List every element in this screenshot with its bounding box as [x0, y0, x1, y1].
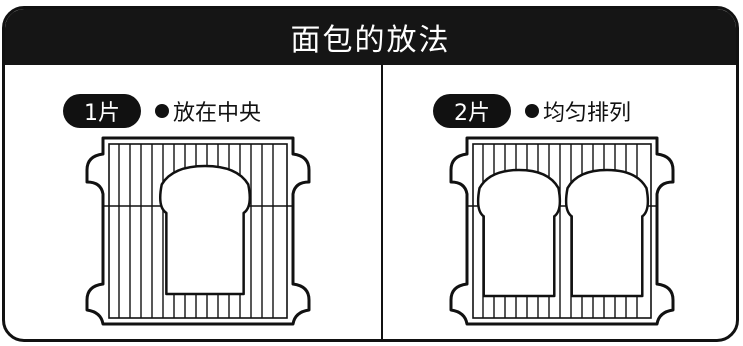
- bread-placement-panel: 面包的放法 1片 放在中央 2片 均匀排列: [2, 6, 739, 342]
- panel-header: 面包的放法: [5, 9, 736, 65]
- two-slice-label: 2片 均匀排列: [433, 93, 631, 129]
- rack-rim: [472, 143, 652, 319]
- bullet-icon: [155, 104, 169, 118]
- bullet-icon: [525, 104, 539, 118]
- one-slice-label: 1片 放在中央: [63, 93, 261, 129]
- panel-title: 面包的放法: [290, 23, 451, 58]
- toast-rack-one-slice: [85, 136, 311, 326]
- bread-slice-icon: [159, 164, 251, 296]
- rack-rim: [108, 143, 288, 319]
- two-slice-description: 均匀排列: [543, 101, 632, 126]
- one-slice-description: 放在中央: [173, 101, 262, 126]
- toast-rack-two-slices: [449, 136, 675, 326]
- bread-slice-icon: [564, 168, 650, 298]
- section-divider: [381, 65, 383, 339]
- one-slice-count-badge: 1片: [63, 94, 141, 128]
- two-slice-count-badge: 2片: [433, 94, 511, 128]
- bread-slice-icon: [476, 168, 562, 298]
